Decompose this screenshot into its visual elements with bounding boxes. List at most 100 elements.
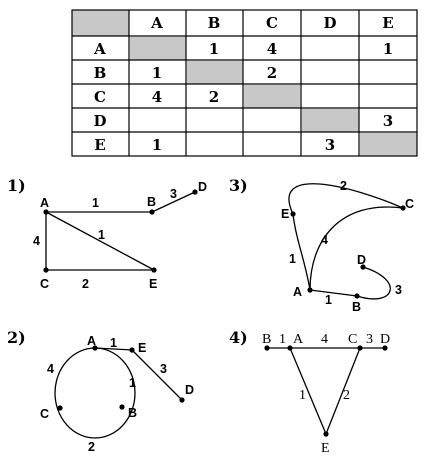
graph-4-edge-ce	[325, 347, 361, 435]
col-header-a: A	[150, 14, 163, 32]
graph-2-node-a	[92, 345, 98, 351]
graph-4-label-e: E	[321, 441, 330, 456]
table-grid	[71, 9, 418, 157]
graph-4-weight-ce: 2	[343, 388, 350, 403]
graph-4-node-a	[287, 345, 293, 351]
graph-2-label-c: C	[40, 407, 49, 421]
graph-2-weight-cb: 2	[88, 440, 95, 454]
graph-1-node-b	[149, 209, 155, 215]
graph-3-weight-ec: 2	[340, 179, 347, 193]
graph-2-node-d	[179, 397, 185, 403]
graph-3-number: 3)	[229, 176, 248, 195]
graph-4-label-b: B	[262, 332, 271, 347]
graph-1-nodes	[43, 189, 198, 273]
graph-4-label-a: A	[293, 332, 304, 347]
graph-3-edges	[288, 183, 404, 300]
col-header-b: B	[208, 14, 221, 32]
graph-3-node-d	[360, 264, 366, 270]
graph-1-node-c	[43, 267, 49, 273]
graph-1-edge-bd	[151, 191, 196, 213]
graph-2-weight-ae: 1	[110, 336, 117, 350]
graph-3-edge-ec	[288, 183, 404, 215]
diag-cell-c	[244, 85, 300, 108]
graph-4-weight-ba: 1	[279, 332, 286, 347]
graph-3-label-c: C	[405, 197, 414, 211]
graph-4-edge-ae	[289, 347, 327, 435]
graph-4: 4) B A C D E 1 4 3 1 2	[229, 328, 390, 456]
graph-4-node-c	[357, 345, 363, 351]
graph-4-node-b	[264, 345, 270, 351]
diag-cell-e	[360, 133, 417, 156]
graph-2-node-b	[119, 404, 125, 410]
graph-1-label-d: D	[198, 180, 207, 194]
graph-1-weight-ae: 1	[98, 228, 105, 242]
row-header-b: B	[94, 64, 107, 82]
graph-2: 2) A E D C B 1 3 4 1 2	[7, 328, 194, 454]
graph-1-label-e: E	[149, 277, 157, 291]
graph-3-edge-ca	[309, 206, 404, 291]
graph-3-edge-bd	[356, 266, 391, 300]
cell-b-c: 2	[267, 64, 277, 82]
cell-c-b: 2	[209, 88, 219, 106]
graph-4-weight-cd: 3	[366, 332, 373, 347]
col-header-c: C	[266, 14, 278, 32]
diag-cell-b	[187, 61, 243, 84]
graph-2-label-d: D	[185, 383, 194, 397]
graph-3-node-b	[354, 293, 360, 299]
graph-3: 3) E C A B D 2 4 1 1 3	[229, 176, 414, 314]
graph-2-label-a: A	[87, 334, 96, 348]
graph-2-node-c	[57, 405, 63, 411]
graph-2-weight-ed: 3	[160, 362, 167, 376]
graph-4-weight-ac: 4	[321, 332, 328, 347]
graph-1-label-c: C	[40, 277, 49, 291]
graph-3-edge-ab	[309, 289, 358, 297]
graph-4-label-c: C	[348, 332, 357, 347]
graph-1-node-e	[151, 267, 157, 273]
graph-2-nodes	[57, 345, 185, 411]
diag-cell-d	[302, 109, 359, 132]
graph-2-edge-ed	[131, 349, 183, 401]
col-header-d: D	[323, 14, 336, 32]
cell-e-a: 1	[152, 136, 162, 154]
graph-1-node-a	[43, 209, 49, 215]
graph-3-label-a: A	[293, 285, 302, 299]
graph-1-weight-ab: 1	[92, 196, 99, 210]
graph-4-label-d: D	[380, 332, 390, 347]
graph-3-nodes	[290, 205, 406, 299]
cell-c-a: 4	[152, 88, 162, 106]
graph-2-weight-ac: 4	[47, 362, 54, 376]
graph-3-weight-bd: 3	[395, 283, 402, 297]
graph-1-edges	[45, 191, 196, 271]
graph-1-label-a: A	[40, 196, 49, 210]
graph-3-label-b: B	[352, 300, 361, 314]
graph-3-node-a	[307, 287, 313, 293]
diag-cell-a	[130, 37, 186, 60]
row-header-d: D	[93, 112, 106, 130]
graph-4-edges	[267, 347, 385, 435]
graph-2-edge-ae	[94, 347, 133, 351]
row-header-c: C	[94, 88, 106, 106]
col-header-e: E	[382, 14, 393, 32]
graph-3-weight-ca: 4	[321, 233, 328, 247]
graph-4-node-d	[382, 345, 388, 351]
graph-2-weight-ab: 1	[129, 376, 136, 390]
graph-1-weight-bd: 3	[170, 187, 177, 201]
cell-d-e: 3	[383, 112, 393, 130]
graph-1-edge-ae	[45, 211, 155, 271]
graph-3-edge-ea	[292, 213, 311, 291]
graph-3-weight-ea: 1	[289, 252, 296, 266]
graph-2-number: 2)	[7, 328, 26, 347]
graph-3-node-c	[400, 205, 406, 211]
header-corner-cell	[72, 10, 129, 36]
graph-1-weight-ac: 4	[33, 234, 40, 248]
graph-2-cycle	[54, 347, 136, 439]
cell-e-d: 3	[325, 136, 335, 154]
graph-4-number: 4)	[229, 328, 248, 347]
cell-a-c: 4	[267, 40, 277, 58]
cell-a-b: 1	[209, 40, 219, 58]
adjacency-table: A B C D E A B C D E 1 4 1 1 2 4 2 3	[71, 9, 418, 157]
graph-1-label-b: B	[147, 195, 156, 209]
graph-1-node-d	[192, 189, 198, 195]
graph-1-weight-ce: 2	[82, 277, 89, 291]
